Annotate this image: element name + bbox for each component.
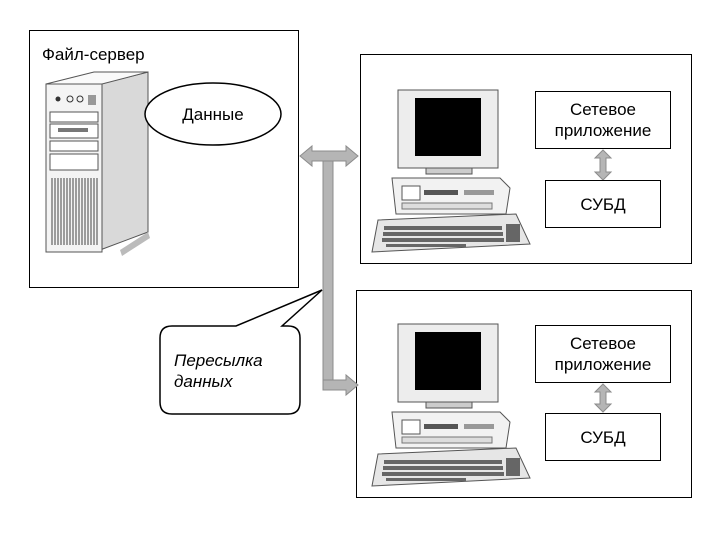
- network-app-label-2: Сетевое приложение: [554, 334, 652, 374]
- network-arrows: [299, 144, 359, 397]
- dbms-box-2: СУБД: [545, 413, 661, 461]
- network-app-box-1: Сетевое приложение: [535, 91, 671, 149]
- computer-2-icon: [371, 323, 531, 487]
- dbms-box-1: СУБД: [545, 180, 661, 228]
- data-ellipse-label: Данные: [182, 105, 244, 124]
- server-tower-icon: [45, 71, 150, 256]
- dbms-label-2: СУБД: [580, 427, 626, 447]
- computer-1-icon: [371, 89, 531, 253]
- file-server-title: Файл-сервер: [42, 45, 145, 64]
- data-ellipse: [144, 82, 282, 146]
- callout-bubble: [159, 289, 323, 415]
- network-app-box-2: Сетевое приложение: [535, 325, 671, 383]
- dbms-label-1: СУБД: [580, 194, 626, 214]
- app-dbms-arrow-1: [593, 149, 613, 181]
- callout-text: Пересылка данных: [174, 351, 263, 391]
- network-app-label-1: Сетевое приложение: [554, 100, 652, 140]
- app-dbms-arrow-2: [593, 383, 613, 413]
